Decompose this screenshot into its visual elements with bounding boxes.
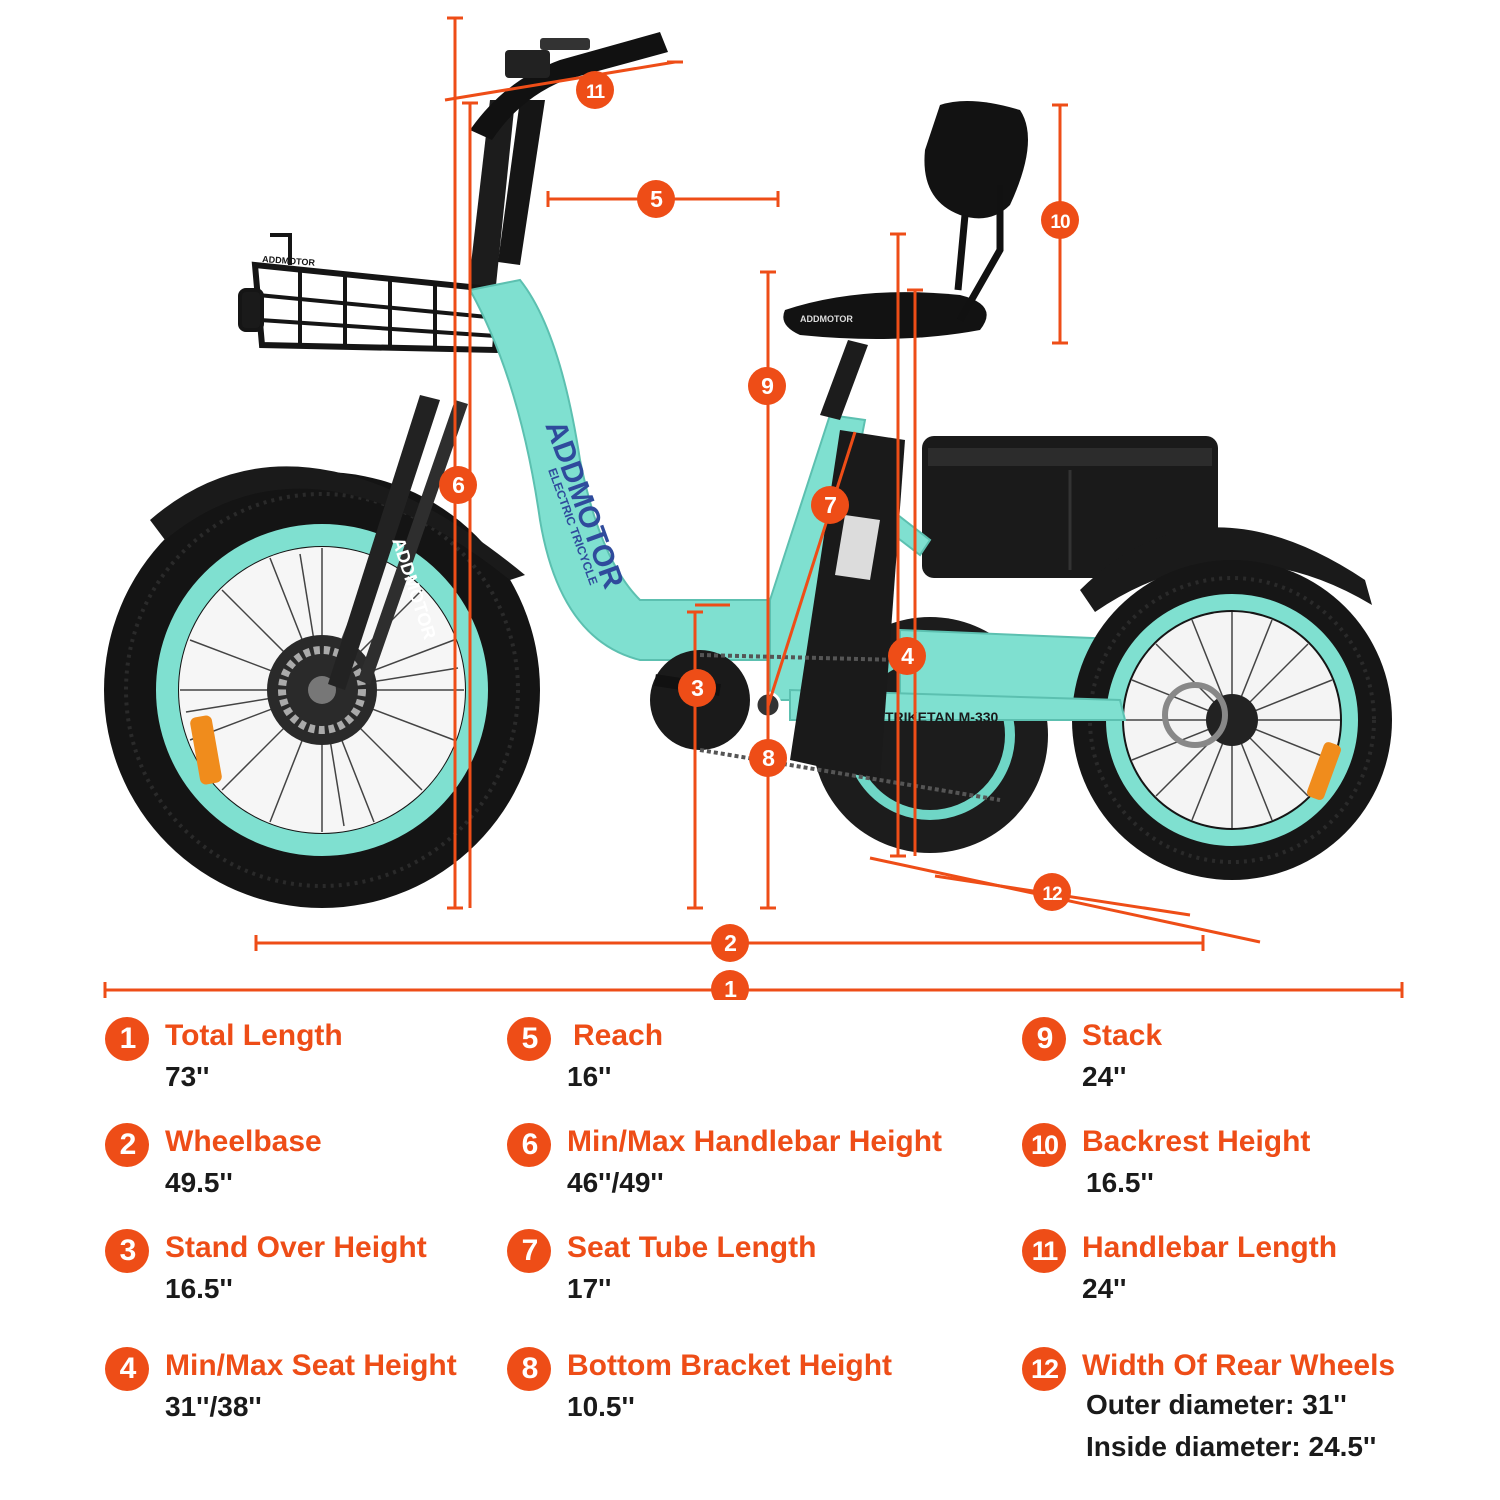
- spec-label: Min/Max Seat Height: [165, 1349, 457, 1382]
- marker-number: 5: [650, 186, 663, 212]
- seat-assembly: ADDMOTOR: [783, 101, 1028, 420]
- spec-number-badge: 4: [105, 1347, 149, 1391]
- dimension-marker-3: 3: [678, 669, 716, 707]
- spec-value: Outer diameter: 31'': [1086, 1389, 1347, 1420]
- spec-value: 24'': [1082, 1061, 1127, 1092]
- dimension-marker-2: 2: [711, 924, 749, 962]
- model-label: TRIKETAN M-330: [885, 709, 999, 725]
- marker-circle: [711, 970, 749, 1000]
- spec-number-badge: 6: [507, 1123, 551, 1167]
- spec-label: Stack: [1082, 1019, 1163, 1052]
- spec-number-badge: 12: [1022, 1347, 1066, 1391]
- dimension-lines: [103, 16, 1404, 998]
- marker-circle: [811, 486, 849, 524]
- marker-circle: [576, 71, 614, 109]
- spec-label: Reach: [573, 1019, 664, 1052]
- marker-circle: [1033, 873, 1071, 911]
- spec-label: Handlebar Length: [1082, 1231, 1338, 1264]
- svg-text:ADDMOTOR: ADDMOTOR: [800, 314, 853, 324]
- dimension-marker-4: 4: [888, 637, 926, 675]
- marker-number: 4: [901, 643, 914, 669]
- spec-number-badge: 3: [105, 1229, 149, 1273]
- spec-number-badge: 11: [1022, 1229, 1066, 1273]
- marker-number: 9: [761, 373, 773, 399]
- handlebar-stem: [468, 32, 668, 295]
- spec-label: Stand Over Height: [165, 1231, 427, 1264]
- spec-label: Total Length: [165, 1019, 343, 1052]
- dimension-marker-7: 7: [811, 486, 849, 524]
- dimension-marker-8: 8: [749, 739, 787, 777]
- electric-tricycle-illustration: ADDMOTOR ADDMOTOR: [104, 32, 1392, 908]
- dimension-marker-11: 11: [576, 71, 614, 109]
- front-basket: ADDMOTOR: [238, 233, 504, 354]
- spec-label: Backrest Height: [1082, 1125, 1311, 1158]
- marker-number: 8: [762, 745, 775, 771]
- spec-value-secondary: Inside diameter: 24.5'': [1086, 1431, 1377, 1462]
- spec-value: 10.5'': [567, 1391, 635, 1422]
- marker-number: 11: [586, 82, 606, 103]
- rear-fender: [1080, 527, 1372, 612]
- dimension-marker-9: 9: [748, 367, 786, 405]
- spec-number-badge: 10: [1022, 1123, 1066, 1167]
- marker-circle: [439, 466, 477, 504]
- spec-label: Width Of Rear Wheels: [1082, 1349, 1396, 1382]
- marker-number: 2: [724, 930, 736, 956]
- dimension-marker-5: 5: [637, 180, 675, 218]
- dim-line-7: [766, 431, 857, 707]
- trike-dimension-diagram: ADDMOTOR ADDMOTOR: [103, 16, 1404, 1000]
- marker-circle: [749, 739, 787, 777]
- marker-circle: [711, 924, 749, 962]
- rear-right-wheel: [1072, 560, 1392, 880]
- marker-number: 1: [724, 976, 737, 1000]
- marker-number: 3: [691, 675, 703, 701]
- dimension-marker-10: 10: [1041, 201, 1079, 239]
- spec-value: 16.5'': [165, 1273, 233, 1304]
- spec-number-badge: 5: [507, 1017, 551, 1061]
- marker-number: 7: [824, 492, 836, 518]
- spec-number-badge: 7: [507, 1229, 551, 1273]
- spec-value: 16'': [567, 1061, 612, 1092]
- dimension-marker-1: 1: [711, 970, 749, 1000]
- dim-line-11: [444, 60, 676, 102]
- front-fender: [150, 466, 525, 580]
- marker-number: 10: [1050, 212, 1070, 233]
- front-wheel: [104, 472, 540, 908]
- spec-value: 73'': [165, 1061, 210, 1092]
- spec-value: 17'': [567, 1273, 612, 1304]
- spec-value: 16.5'': [1086, 1167, 1154, 1198]
- battery-pack: [790, 430, 905, 780]
- svg-text:ADDMOTOR: ADDMOTOR: [262, 254, 316, 268]
- marker-circle: [748, 367, 786, 405]
- spec-value: 49.5'': [165, 1167, 233, 1198]
- spec-value: 24'': [1082, 1273, 1127, 1304]
- spec-number-badge: 2: [105, 1123, 149, 1167]
- spec-label: Wheelbase: [165, 1125, 322, 1158]
- marker-circle: [637, 180, 675, 218]
- marker-circle: [678, 669, 716, 707]
- marker-number: 6: [452, 472, 464, 498]
- marker-circle: [888, 637, 926, 675]
- dimension-marker-12: 12: [1033, 873, 1071, 911]
- spec-label: Bottom Bracket Height: [567, 1349, 893, 1382]
- spec-label: Seat Tube Length: [567, 1231, 817, 1264]
- spec-number-badge: 9: [1022, 1017, 1066, 1061]
- rear-cargo-box: [922, 436, 1218, 578]
- marker-circle: [1041, 201, 1079, 239]
- dimension-marker-6: 6: [439, 466, 477, 504]
- spec-number-badge: 1: [105, 1017, 149, 1061]
- spec-number-badge: 8: [507, 1347, 551, 1391]
- marker-number: 12: [1042, 884, 1062, 905]
- spec-value: 46''/49'': [567, 1167, 664, 1198]
- spec-label: Min/Max Handlebar Height: [567, 1125, 943, 1158]
- spec-value: 31''/38'': [165, 1391, 262, 1422]
